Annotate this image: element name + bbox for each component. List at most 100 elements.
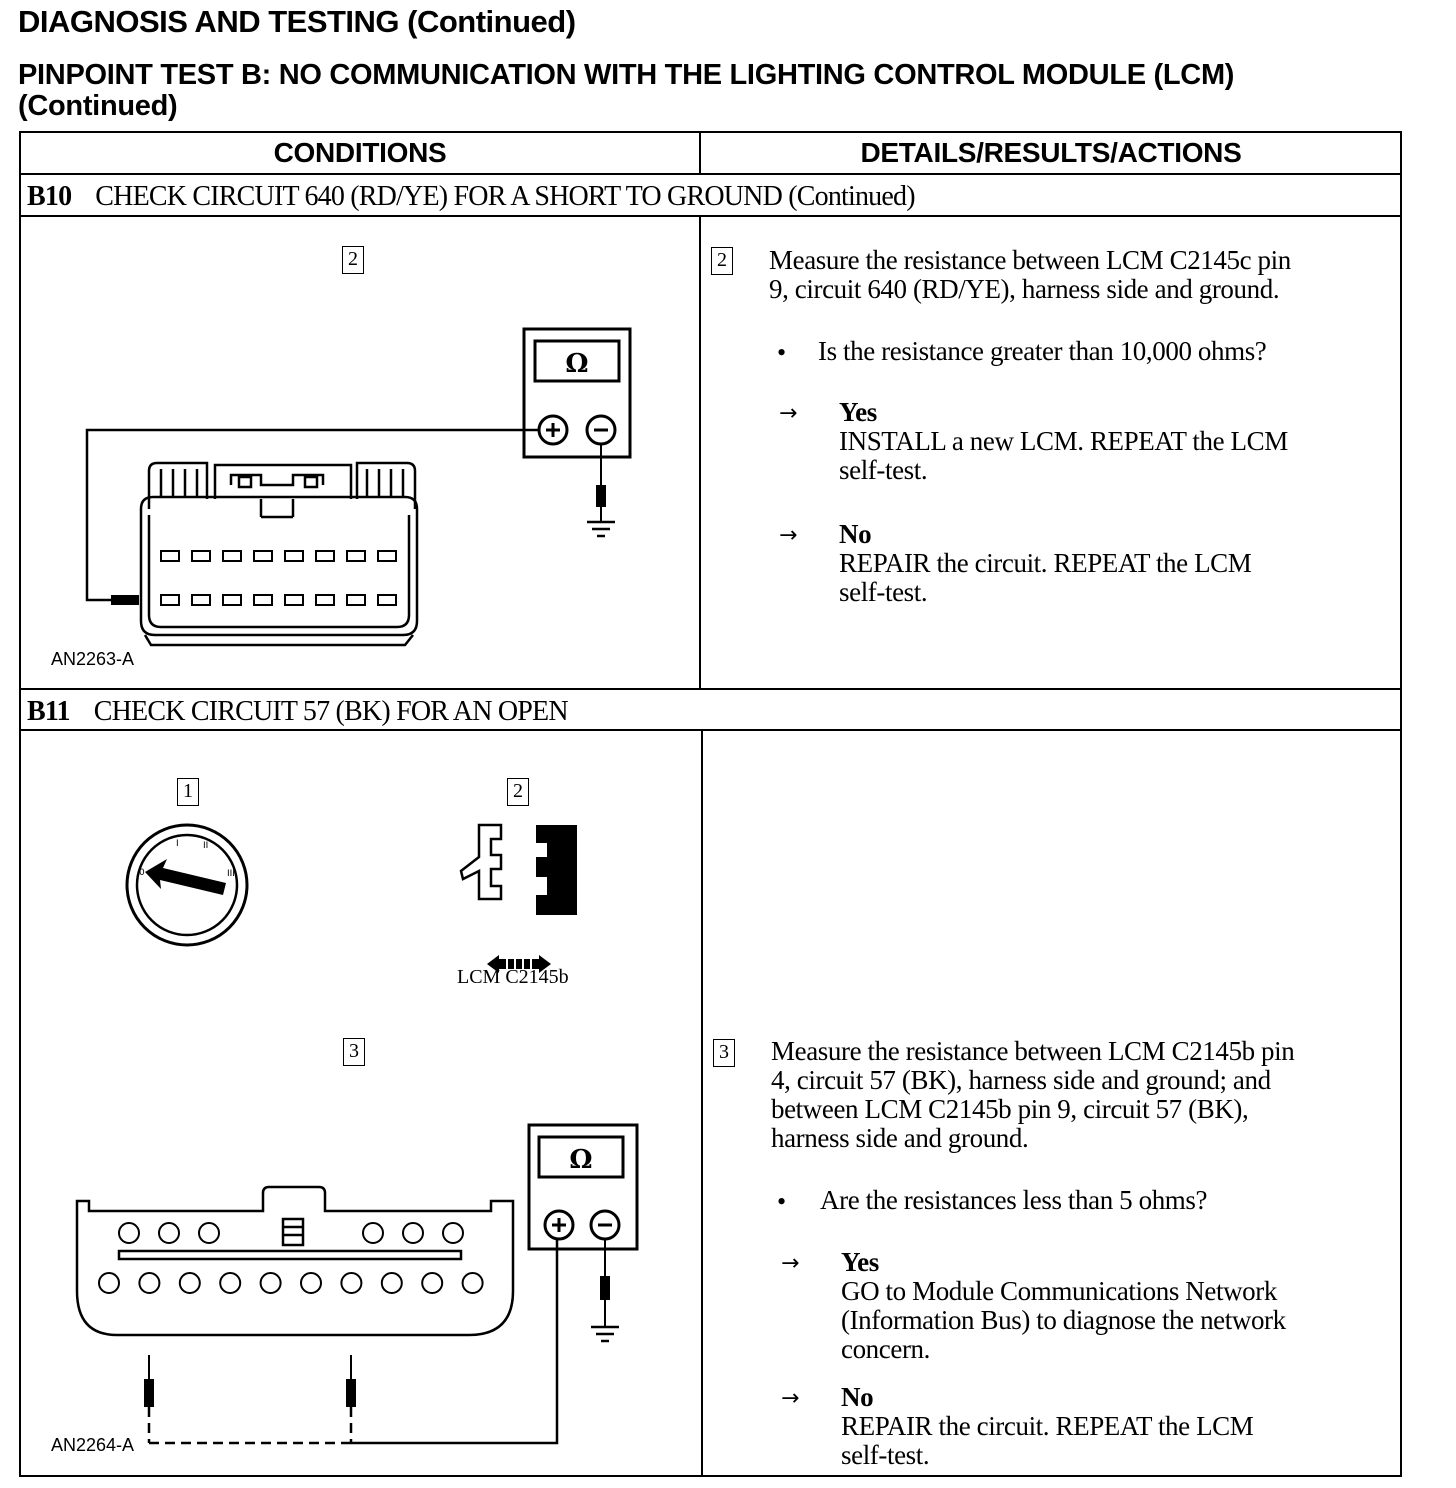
b10-instruction-line2: 9, circuit 640 (RD/YE), harness side and…: [769, 274, 1280, 304]
ground-symbol-icon: [591, 1239, 619, 1343]
b11-yes-label: Yes: [841, 1247, 879, 1277]
connector-pin: [421, 1272, 444, 1294]
b10-meter-ohm-symbol: Ω: [565, 349, 588, 379]
ground-symbol-icon: [587, 444, 615, 538]
b10-no-result: No REPAIR the circuit. REPEAT the LCM se…: [839, 520, 1252, 607]
b11-bullet: •: [777, 1187, 787, 1216]
connector-pin: [402, 1222, 424, 1244]
b10-column-divider: [699, 215, 701, 688]
b11-instruction-line1: Measure the resistance between LCM C2145…: [771, 1036, 1295, 1066]
connector-pin: [300, 1272, 322, 1294]
connector-pin: [222, 550, 242, 562]
b11-yes-arrow-icon: →: [781, 1251, 800, 1276]
b11-figure-id: AN2264-A: [51, 1435, 135, 1455]
b11-no-arrow-icon: →: [781, 1386, 800, 1411]
ignition-switch-off-icon: [125, 823, 249, 947]
positive-test-lead: [85, 428, 539, 602]
connector-pin: [158, 1222, 180, 1244]
pinpoint-test-heading: PINPOINT TEST B: NO COMMUNICATION WITH T…: [18, 60, 1234, 122]
connector-pin: [222, 594, 242, 606]
connector-disconnect-icon: [459, 823, 577, 973]
jumper-test-leads: [144, 1239, 559, 1445]
key-position-1: I: [176, 839, 179, 849]
b10-connector-diagram: Ω: [85, 327, 632, 647]
b10-step-box: 2: [711, 247, 733, 275]
connector-pin: [138, 1272, 161, 1294]
column-header-details: DETAILS/RESULTS/ACTIONS: [860, 137, 1242, 168]
b11-diagrams: 0 I II III Ω: [75, 823, 639, 1445]
b11-no-line2: self-test.: [841, 1440, 930, 1470]
key-position-2: II: [203, 841, 208, 851]
b11-no-line1: REPAIR the circuit. REPEAT the LCM: [841, 1411, 1254, 1441]
connector-pin: [377, 550, 397, 562]
b11-title-divider: [21, 729, 1400, 731]
connector-pin: [377, 594, 397, 606]
connector-pin: [346, 550, 366, 562]
connector-pin: [253, 550, 273, 562]
b10-instruction: Measure the resistance between LCM C2145…: [769, 246, 1291, 304]
b11-yes-line2: (Information Bus) to diagnose the networ…: [841, 1305, 1286, 1335]
b10-question: Is the resistance greater than 10,000 oh…: [818, 336, 1267, 366]
connector-pin: [340, 1272, 363, 1294]
connector-pin: [442, 1222, 464, 1244]
page-title: DIAGNOSIS AND TESTING (Continued): [18, 4, 576, 39]
lcm-c2145b-connector-icon: [75, 1185, 515, 1337]
b10-no-line2: self-test.: [839, 577, 928, 607]
b11-instruction-line2: 4, circuit 57 (BK), harness side and gro…: [771, 1065, 1271, 1095]
connector-pin: [253, 594, 273, 606]
connector-pin: [284, 550, 304, 562]
b11-figure-step-box-3: 3: [343, 1038, 365, 1066]
b10-instruction-line1: Measure the resistance between LCM C2145…: [769, 245, 1291, 275]
ohmmeter-icon: [527, 1123, 639, 1251]
b11-title-text: CHECK CIRCUIT 57 (BK) FOR AN OPEN: [93, 696, 569, 727]
b11-column-divider: [701, 729, 703, 1477]
b11-question: Are the resistances less than 5 ohms?: [820, 1185, 1208, 1215]
header-column-divider: [699, 133, 701, 173]
key-position-off: 0: [139, 868, 145, 878]
connector-pin: [315, 594, 335, 606]
b10-figure-id: AN2263-A: [51, 649, 135, 669]
b10-no-line1: REPAIR the circuit. REPEAT the LCM: [839, 548, 1252, 578]
header-divider: [21, 173, 1400, 175]
connector-pin: [362, 1222, 384, 1244]
b10-yes-arrow-icon: →: [779, 401, 798, 426]
b11-instruction-line3: between LCM C2145b pin 9, circuit 57 (BK…: [771, 1094, 1249, 1124]
b10-yes-line2: self-test.: [839, 455, 928, 485]
connector-pin: [118, 1222, 140, 1244]
b11-instruction: Measure the resistance between LCM C2145…: [771, 1036, 1295, 1153]
b11-no-result: No REPAIR the circuit. REPEAT the LCM se…: [841, 1382, 1254, 1470]
b11-top-divider: [21, 688, 1400, 690]
test-probe-icon: [111, 595, 139, 605]
connector-pin: [191, 550, 211, 562]
lcm-c2145c-connector-icon: [139, 461, 419, 647]
b10-title-text: CHECK CIRCUIT 640 (RD/YE) FOR A SHORT TO…: [95, 181, 915, 212]
connector-pin: [284, 594, 304, 606]
b11-connector-label: LCM C2145b: [457, 966, 569, 988]
connector-pin-rows: [160, 550, 397, 606]
connector-pin: [178, 1272, 201, 1294]
b10-bullet: •: [777, 338, 787, 367]
b10-figure-step-box: 2: [342, 246, 364, 274]
b11-no-label: No: [841, 1382, 874, 1412]
connector-pin-cavities: [98, 1222, 484, 1294]
connector-pin: [461, 1272, 484, 1294]
b11-code: B11: [27, 696, 71, 727]
pinpoint-test-heading-line1: PINPOINT TEST B: NO COMMUNICATION WITH T…: [18, 59, 1235, 91]
b10-yes-label: Yes: [839, 397, 877, 427]
connector-pin: [259, 1272, 282, 1294]
column-header-conditions: CONDITIONS: [273, 137, 447, 168]
b11-figure-step-box-2: 2: [507, 778, 529, 806]
connector-pin: [380, 1272, 403, 1294]
connector-pin: [98, 1272, 120, 1294]
b10-no-arrow-icon: →: [779, 523, 798, 548]
connector-pin: [219, 1272, 242, 1294]
b11-yes-line3: concern.: [841, 1334, 930, 1364]
b10-yes-result: Yes INSTALL a new LCM. REPEAT the LCM se…: [839, 398, 1288, 485]
connector-pin: [160, 594, 180, 606]
b10-yes-line1: INSTALL a new LCM. REPEAT the LCM: [839, 426, 1288, 456]
b11-step-box: 3: [713, 1039, 735, 1067]
b10-title-divider: [21, 215, 1400, 217]
key-position-3: III: [227, 869, 235, 879]
